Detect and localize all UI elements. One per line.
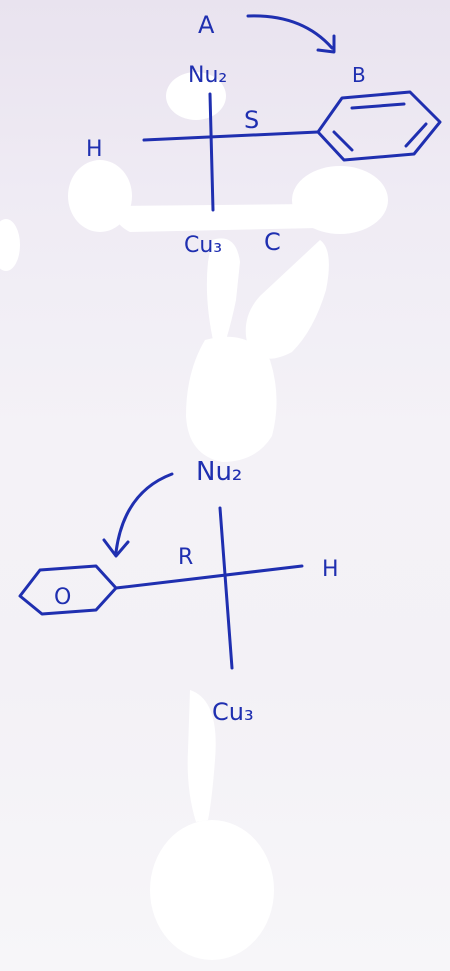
top-molecule: A B Nu₂ H S Cu₃ C [86,11,442,258]
horizontal-bond [114,564,304,590]
bottom-group-label: Cu₃ [212,698,254,726]
whiteout-marks [0,72,388,960]
curved-arrow-icon [114,472,174,554]
vertical-bond [208,92,215,212]
curved-arrow-icon [246,14,334,50]
bottom-molecule: Nu₂ R H O Cu₃ [18,457,339,726]
benzene-ring-icon [316,90,442,162]
ring-label: O [54,585,71,610]
top-group-label: Nu₂ [196,457,242,487]
configuration-r: R [178,545,193,570]
right-group-label: H [322,557,339,582]
label-b: B [352,63,366,87]
benzene-ring-icon: O [18,564,118,616]
label-c: C [264,228,281,256]
left-group-label: H [86,137,103,162]
vertical-bond [218,506,234,670]
configuration-s: S [244,106,259,134]
bottom-group-label: Cu₃ [184,233,222,258]
label-a: A [198,11,215,39]
top-group-label: Nu₂ [188,63,227,88]
arrowhead-icon [102,538,130,558]
horizontal-bond [142,130,320,142]
arrowhead-icon [316,34,336,54]
